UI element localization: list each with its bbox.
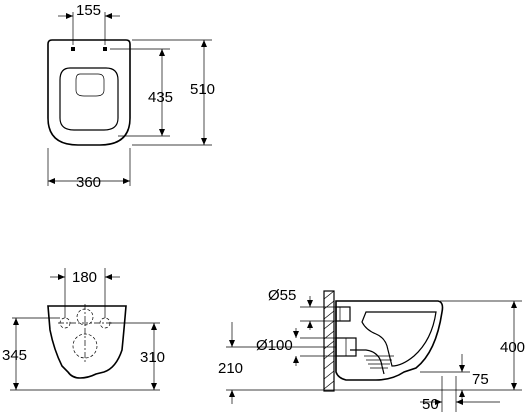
side-view-trap xyxy=(350,349,385,375)
dim-height-left-label: 345 xyxy=(2,347,27,364)
dim-overall-height-label: 400 xyxy=(500,339,525,356)
dim-outlet-diameter-label: Ø100 xyxy=(256,337,293,354)
rear-view-outline xyxy=(47,305,127,379)
top-view-rim xyxy=(75,73,105,97)
side-view-bowl-outline xyxy=(335,300,444,381)
side-view-bowl-interior xyxy=(361,311,437,367)
dim-wall-offset-label: 50 xyxy=(422,396,439,413)
top-view-seat-opening xyxy=(59,67,119,131)
side-view-wall xyxy=(323,290,335,392)
dim-total-depth-label: 510 xyxy=(190,81,215,98)
top-view-fixing-hole-left xyxy=(71,47,75,51)
top-view-bowl-outline xyxy=(47,39,131,146)
dim-height-right-label: 310 xyxy=(140,349,165,366)
top-view: 155 435 510 360 xyxy=(47,2,215,191)
dim-floor-clearance-label: 75 xyxy=(472,371,489,388)
dim-outlet-height-label: 210 xyxy=(218,360,243,377)
dim-width-label: 360 xyxy=(76,174,101,191)
dim-fixing-spacing-label: 155 xyxy=(76,2,101,19)
rear-view: 180 345 310 xyxy=(2,268,165,391)
dim-inlet-diameter-label: Ø55 xyxy=(268,287,296,304)
top-view-fixing-hole-right xyxy=(103,47,107,51)
side-view: Ø55 Ø100 210 400 75 xyxy=(218,287,525,413)
side-view-inlet-pipe xyxy=(335,306,351,322)
dim-bolt-spacing-label: 180 xyxy=(72,269,97,286)
dim-seat-depth-label: 435 xyxy=(148,89,173,106)
side-view-water-seal xyxy=(364,355,394,369)
